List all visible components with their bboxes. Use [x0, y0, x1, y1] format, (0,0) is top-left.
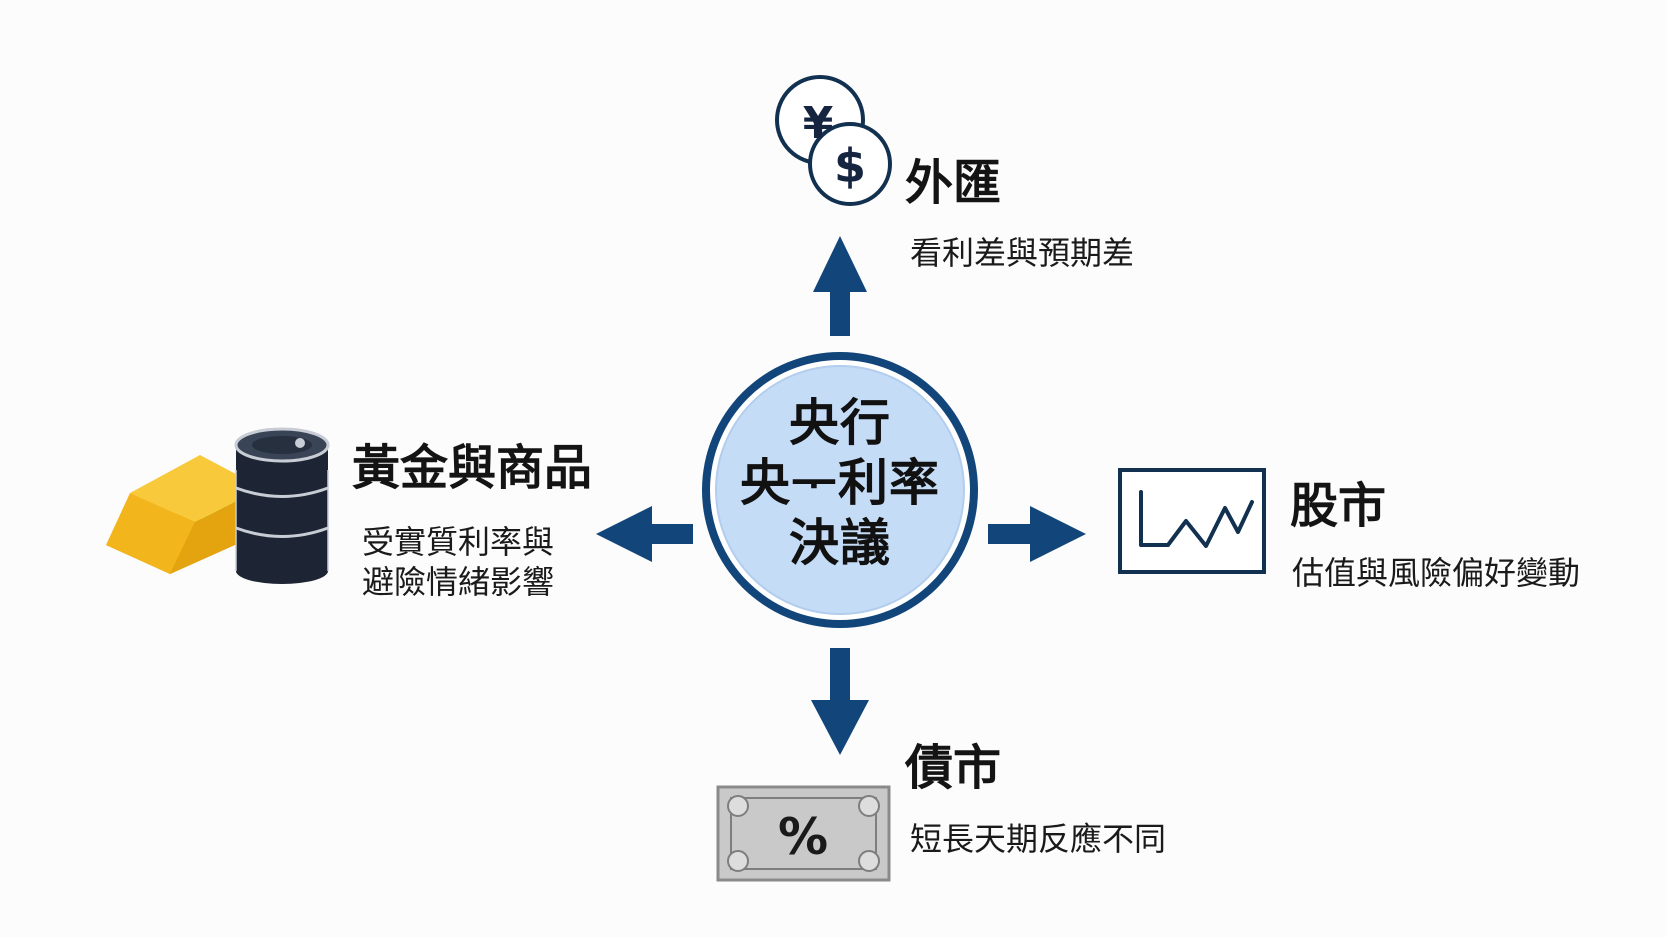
bonds-description-line-1: 短長天期反應不同: [910, 820, 1167, 858]
oil-drum-icon: [234, 427, 330, 584]
bonds-title: 債市: [905, 740, 1002, 796]
commodities-description-line-1: 受實質利率與: [362, 523, 555, 561]
central-node: [702, 352, 978, 628]
stock-chart-icon: [1118, 468, 1266, 574]
commodities-title: 黃金與商品: [352, 440, 593, 496]
forex-description: 看利差與預期差: [910, 233, 1134, 273]
arrow-left: [596, 506, 693, 562]
percent-glyph: %: [778, 808, 828, 866]
central-label-line-2: 央ᅮ利率: [740, 454, 940, 512]
arrow-up: [813, 236, 867, 336]
stocks-description-line-1: 估值與風險偏好變動: [1292, 554, 1581, 592]
dollar-glyph: $: [834, 139, 866, 193]
central-label-line-3: 決議: [789, 514, 891, 572]
stocks-title: 股市: [1290, 478, 1387, 534]
bond-certificate-icon: %: [716, 785, 891, 882]
arrow-down: [811, 648, 869, 755]
gold-and-oil-icon: [106, 427, 330, 584]
commodities-description: 受實質利率與 避險情緒影響: [362, 522, 554, 602]
central-circle-fill: [715, 365, 965, 615]
central-label-line-1: 央行: [789, 394, 891, 452]
forex-description-line-1: 看利差與預期差: [910, 234, 1135, 272]
arrows: [596, 236, 1086, 755]
stocks-description: 估值與風險偏好變動: [1292, 553, 1580, 593]
central-label: 央行 央ᅮ利率 決議: [700, 393, 980, 573]
bonds-description: 短長天期反應不同: [910, 819, 1166, 859]
commodities-description-line-2: 避險情緒影響: [362, 563, 555, 601]
arrow-right: [988, 506, 1086, 562]
yen-glyph: ¥: [803, 98, 834, 149]
currency-coins-icon: ¥ $: [775, 75, 892, 206]
forex-title: 外匯: [905, 155, 1002, 211]
